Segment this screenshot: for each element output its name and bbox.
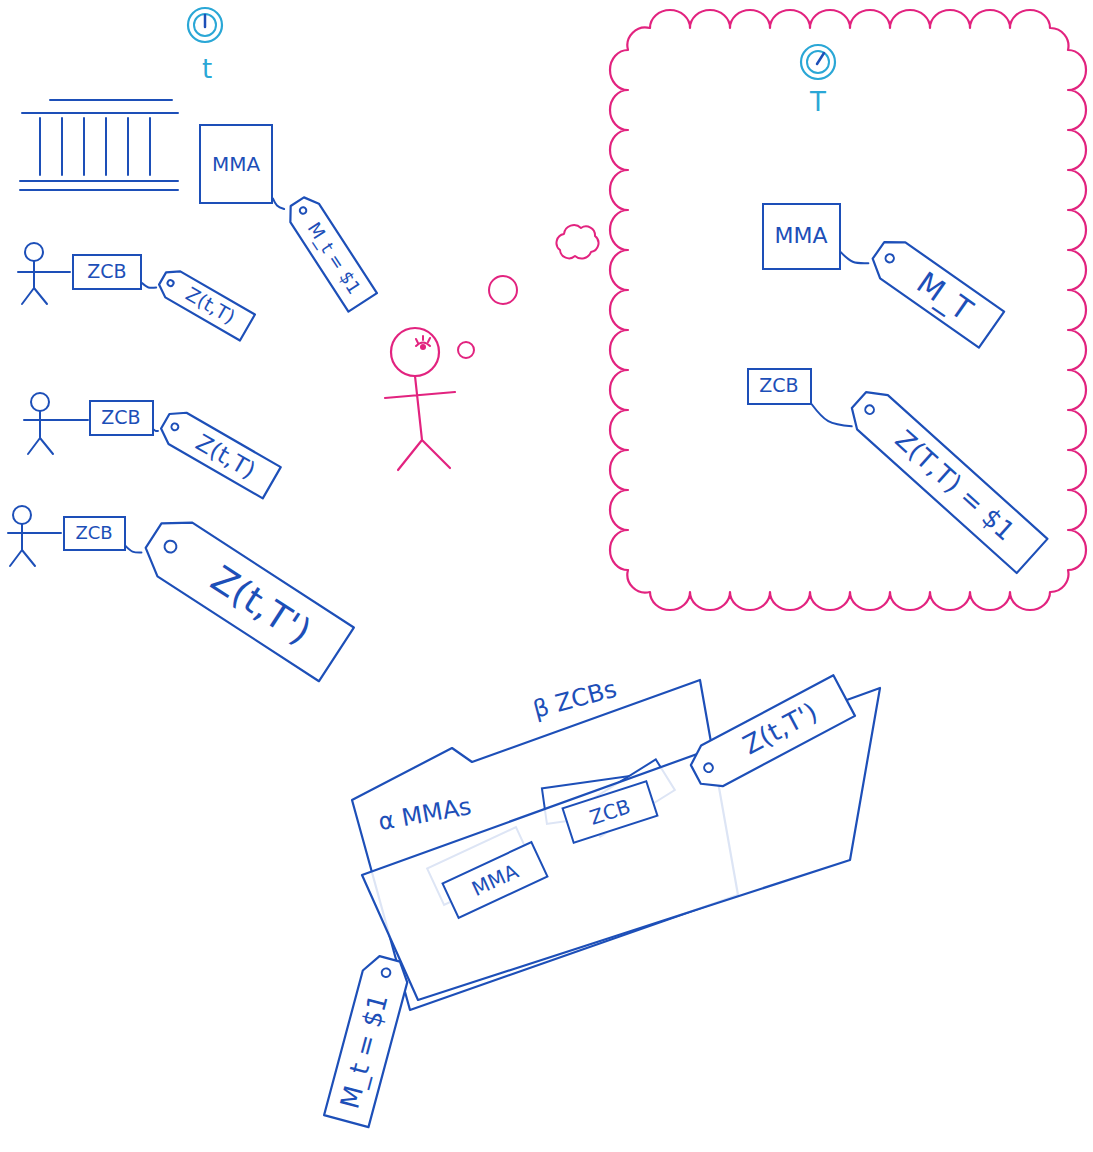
thought-bubble [458, 342, 474, 358]
tag-string [126, 546, 142, 553]
folder-art [352, 680, 880, 1010]
tag-hole [162, 538, 178, 554]
asset-name: ZCB [759, 375, 798, 397]
thinker-body [385, 376, 455, 470]
asset-name: ZCB [101, 407, 140, 429]
tag-string [154, 429, 158, 431]
asset-box: ZCB [89, 400, 154, 436]
clock-rim [807, 51, 829, 73]
asset-box: ZCB [63, 516, 126, 551]
tag-string [142, 283, 156, 288]
tag-shape [843, 383, 1047, 573]
holder-body [8, 524, 61, 566]
tag-shape [685, 675, 855, 794]
price-tag: Z(t,T) [154, 404, 281, 499]
tag-shape [866, 232, 1004, 347]
holder-head [25, 243, 43, 261]
tag-hole [299, 206, 308, 215]
clock-rim [194, 14, 216, 36]
thinker-head [391, 328, 439, 376]
asset-name: MMA [774, 223, 827, 248]
tag-shape [324, 953, 412, 1127]
tag-string [812, 404, 852, 426]
tag-shape [156, 406, 281, 499]
tag-hole [170, 422, 179, 431]
thought-cloud [610, 10, 1086, 610]
text-slot: T [807, 88, 829, 118]
asset-box: MMA [762, 203, 841, 270]
bank-icon [20, 100, 178, 190]
clock-hand [204, 15, 207, 27]
clock-face [188, 8, 222, 42]
asset-box: ZCB [747, 368, 812, 405]
time-label: t [199, 55, 215, 85]
tag-hole [381, 967, 392, 978]
tag-hole [863, 404, 875, 416]
price-tag: M_T [864, 231, 1005, 349]
thought-bubble [489, 276, 517, 304]
tag-hole [166, 279, 174, 287]
time-label: T [807, 88, 829, 118]
price-tag: Z(T,T) = $1 [842, 382, 1049, 575]
price-text: Z(T,T) = $1 [888, 425, 1019, 547]
holder-head [13, 506, 31, 524]
clock-hand [817, 53, 824, 64]
asset-box: MMA [199, 124, 273, 204]
asset-box: ZCB [72, 254, 142, 290]
asset-name: ZCB [87, 261, 126, 283]
clock-face [801, 45, 835, 79]
price-tag: M_t = $1 [282, 191, 379, 313]
asset-name: MMA [212, 153, 260, 176]
tag-hole [703, 762, 715, 774]
tag-shape [155, 266, 255, 341]
thought-bubble [556, 225, 598, 258]
holder-head [31, 393, 49, 411]
text-slot: t [199, 55, 215, 85]
tag-string [841, 252, 869, 263]
asset-name: ZCB [75, 523, 112, 544]
price-tag: Z(t,T) [154, 264, 257, 342]
asset-name: ZCB [587, 795, 633, 830]
tag-hole [884, 253, 896, 265]
holder-body [18, 261, 70, 304]
price-tag: M_t = $1 [323, 952, 413, 1129]
holder-body [24, 411, 88, 454]
tag-string [273, 199, 284, 209]
tag-shape [283, 192, 377, 311]
tag-shape [136, 509, 354, 681]
price-tag: Z(t,T') [135, 507, 355, 682]
thinker-pupil [420, 344, 426, 350]
